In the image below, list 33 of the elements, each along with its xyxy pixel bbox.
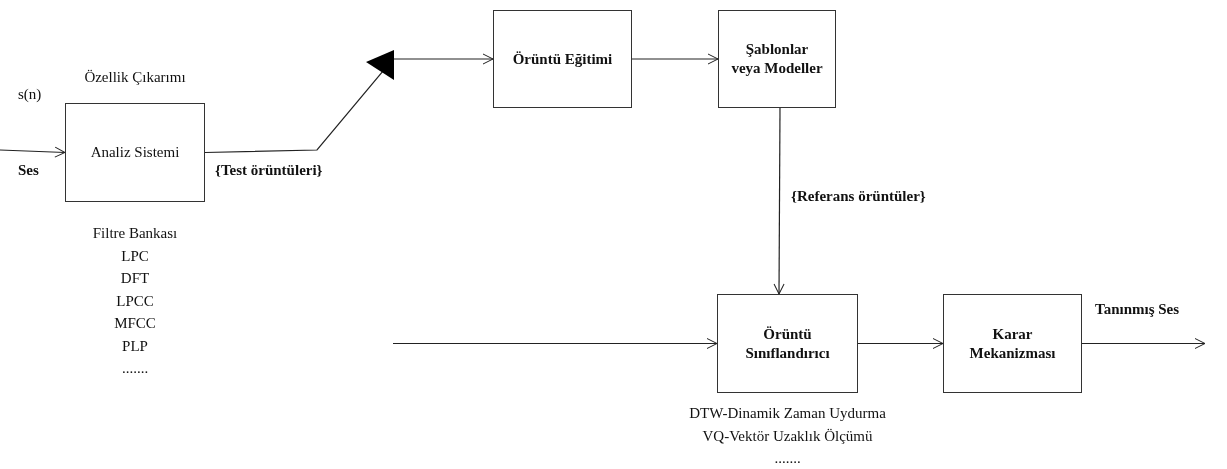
edge-label: {Test örüntüleri}	[215, 162, 323, 179]
arrow	[392, 338, 718, 349]
arrow	[204, 53, 494, 154]
arrow	[631, 53, 719, 65]
note-text: PLP	[121, 336, 149, 356]
arrow	[773, 107, 785, 295]
box-label: Örüntü Sınıflandırıcı	[744, 324, 831, 363]
arrow	[857, 338, 944, 349]
arrow	[1081, 338, 1206, 349]
process-box	[718, 10, 836, 108]
process-box	[493, 10, 632, 108]
box-label: Şablonlar veya Modeller	[730, 40, 824, 78]
box-label: Örüntü Eğitimi	[512, 49, 613, 69]
note-text: .......	[773, 449, 802, 468]
note-text: Filtre Bankası	[91, 224, 179, 243]
note-text: DFT	[119, 269, 151, 288]
heading-text: Özellik Çıkarımı	[83, 69, 187, 86]
signal-label: Ses	[18, 162, 39, 179]
arrow	[0, 146, 66, 158]
edge-label: Tanınmış Ses	[1095, 301, 1180, 318]
note-text: DTW-Dinamik Zaman Uydurma	[688, 404, 887, 423]
edge-label: {Referans örüntüler}	[791, 188, 926, 205]
process-box	[717, 294, 858, 393]
note-text: LPC	[120, 246, 150, 266]
process-box	[65, 103, 205, 202]
process-box	[943, 294, 1082, 393]
note-text: MFCC	[113, 314, 157, 333]
box-label: Analiz Sistemi	[90, 143, 180, 162]
box-label: Karar Mekanizması	[968, 324, 1057, 363]
note-text: VQ-Vektör Uzaklık Ölçümü	[701, 426, 874, 446]
note-text: .......	[120, 359, 150, 378]
edge-label: s(n)	[18, 86, 42, 103]
note-text: LPCC	[115, 291, 155, 311]
